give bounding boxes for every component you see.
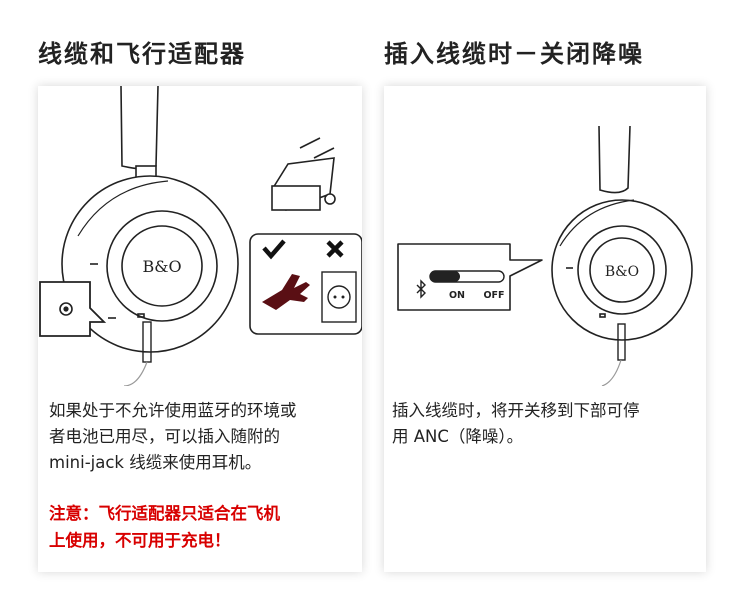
warning-line: 上使用，不可用于充电！ bbox=[49, 531, 231, 550]
cable bbox=[123, 321, 152, 386]
instruction-line: 者电池已用尽，可以插入随附的 bbox=[49, 427, 280, 446]
cable-illustration: B&O bbox=[39, 86, 362, 386]
cable-adapter-card: B&O 如果处于 bbox=[38, 86, 362, 572]
check-icon bbox=[262, 239, 286, 260]
instruction-line: mini-jack 线缆来使用耳机。 bbox=[49, 453, 262, 472]
anc-card: B&O ON OFF 插入线缆时，将开关移到下部可停 用 ANC（降噪）。 bbox=[384, 86, 706, 572]
headphone-icon bbox=[61, 86, 239, 353]
instruction-line: 用 ANC（降噪）。 bbox=[392, 427, 524, 446]
anc-on-label: ON bbox=[449, 290, 465, 301]
instruction-line: 插入线缆时，将开关移到下部可停 bbox=[392, 401, 640, 420]
brand-logo: B&O bbox=[142, 257, 181, 276]
anc-illustration: B&O ON OFF bbox=[397, 125, 693, 386]
anc-switch-icon bbox=[429, 270, 505, 283]
jack-port-icon bbox=[39, 281, 107, 337]
cable-instructions: 如果处于不允许使用蓝牙的环境或 者电池已用尽，可以插入随附的 mini-jack… bbox=[49, 398, 359, 476]
airplane-icon bbox=[262, 274, 310, 310]
wall-socket-icon bbox=[321, 271, 357, 323]
brand-logo: B&O bbox=[605, 264, 639, 280]
anc-off-label: OFF bbox=[483, 290, 504, 301]
adapter-warning: 注意：飞行适配器只适合在飞机 上使用，不可用于充电！ bbox=[49, 500, 359, 554]
right-section-title: 插入线缆时－关闭降噪 bbox=[384, 40, 644, 68]
anc-instructions: 插入线缆时，将开关移到下部可停 用 ANC（降噪）。 bbox=[392, 398, 704, 450]
cross-icon bbox=[326, 240, 344, 258]
warning-line: 注意：飞行适配器只适合在飞机 bbox=[49, 504, 280, 523]
adapter-usage-panel bbox=[249, 233, 362, 335]
headphone-icon bbox=[551, 125, 693, 341]
instruction-line: 如果处于不允许使用蓝牙的环境或 bbox=[49, 401, 297, 420]
cable bbox=[601, 323, 626, 386]
flight-adapter-icon bbox=[271, 137, 336, 211]
left-section-title: 线缆和飞行适配器 bbox=[38, 40, 246, 68]
bluetooth-icon bbox=[416, 279, 426, 299]
anc-switch-callout: ON OFF bbox=[397, 243, 543, 311]
